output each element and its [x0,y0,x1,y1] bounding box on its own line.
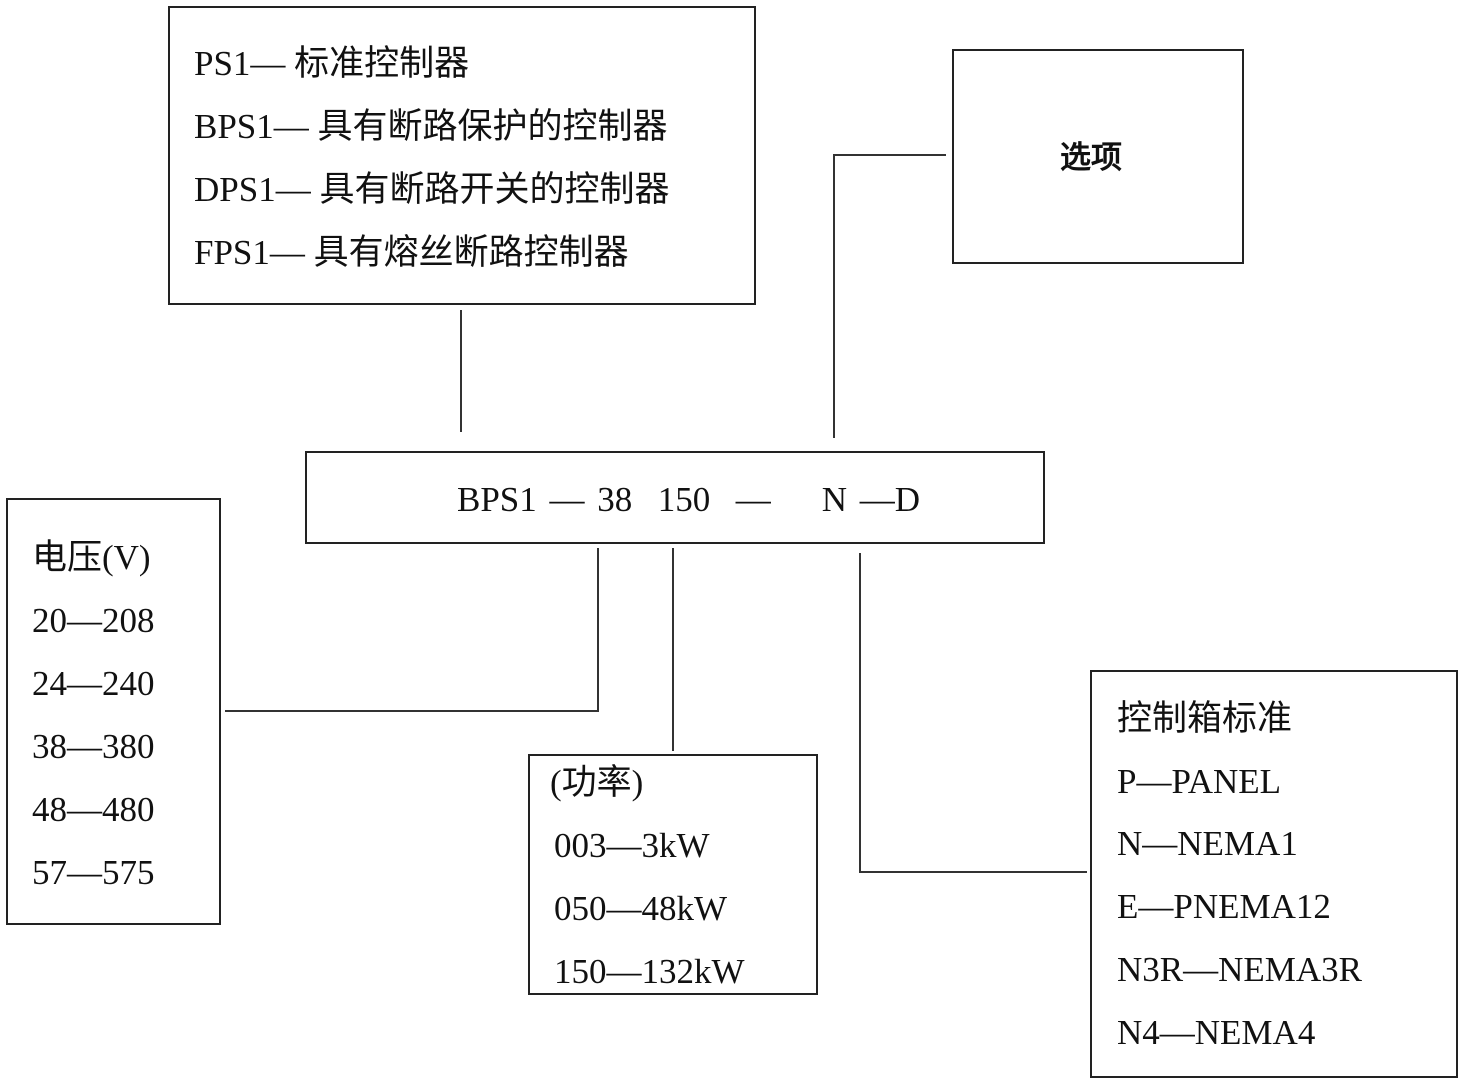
enclosure-box [1090,670,1458,1078]
power-box [528,754,818,995]
options-label: 选项 [1060,140,1122,176]
connector-voltage-horizontal [225,710,599,712]
voltage-item: 57—575 [32,853,155,892]
enclosure-item: E—PNEMA12 [1117,887,1331,926]
connector-options-horizontal [833,154,946,156]
controller-type-item: DPS1— 具有断路开关的控制器 [194,170,670,209]
enclosure-item: N3R—NEMA3R [1117,950,1363,989]
connector-options-vertical [833,154,835,438]
model-code-text: BPS1 — 38 150 — N —D [457,480,921,519]
enclosure-header: 控制箱标准 [1117,699,1293,738]
model-code-box [305,451,1045,544]
options-box [952,49,1244,264]
power-item: 003—3kW [554,826,710,865]
controller-type-item: BPS1— 具有断路保护的控制器 [194,107,668,146]
power-header: (功率) [550,763,644,802]
voltage-header: 电压(V) [32,538,151,577]
power-item: 150—132kW [554,952,745,991]
voltage-box [6,498,221,925]
enclosure-item: N—NEMA1 [1117,824,1298,863]
voltage-item: 24—240 [32,664,155,703]
voltage-item: 20—208 [32,601,155,640]
power-item: 050—48kW [554,889,728,928]
connector-voltage-vertical [597,548,599,712]
controller-type-item: FPS1— 具有熔丝断路控制器 [194,233,629,272]
connector-enclosure-horizontal [859,871,1087,873]
controller-type-item: PS1— 标准控制器 [194,44,470,83]
controller-type-box [168,6,756,305]
enclosure-item: P—PANEL [1117,762,1282,801]
enclosure-item: N4—NEMA4 [1117,1013,1316,1052]
voltage-item: 38—380 [32,727,155,766]
connector-enclosure-vertical [859,553,861,873]
connector-type [460,310,462,432]
voltage-item: 48—480 [32,790,155,829]
connector-power [672,548,674,751]
